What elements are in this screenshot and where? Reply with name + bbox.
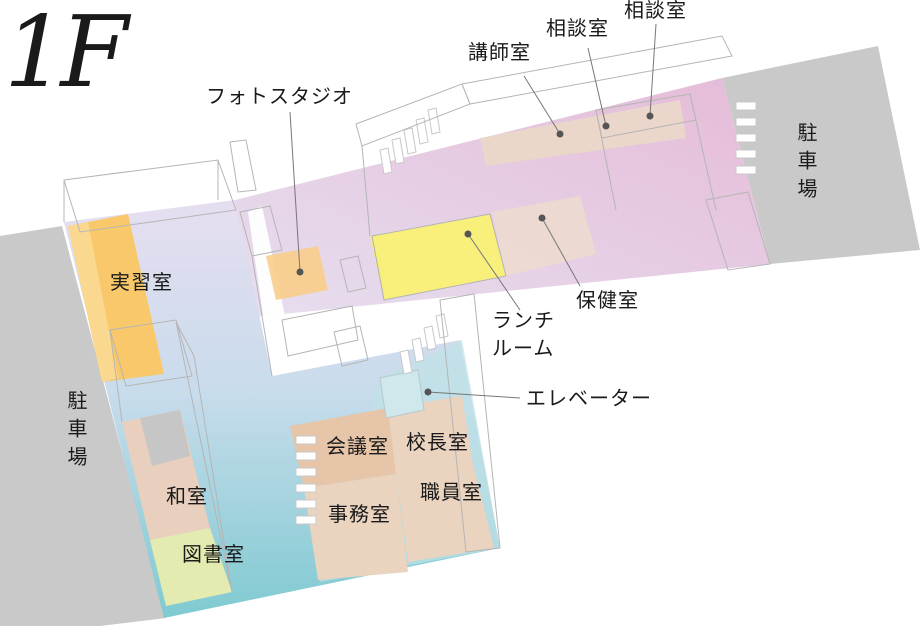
wireframe-walls [63, 35, 771, 593]
office-shape [304, 474, 408, 580]
health-room-shape [492, 196, 596, 276]
courtyard [248, 206, 460, 376]
floor-title: 1F [4, 0, 128, 110]
parking-right [722, 46, 920, 264]
parking-left [0, 226, 166, 626]
label-staff-room: 職員室 [420, 480, 483, 504]
label-lunch-room-line1: ランチ [492, 308, 555, 332]
label-principal-room: 校長室 [406, 430, 469, 454]
label-japanese-room: 和室 [166, 484, 208, 508]
label-health-room: 保健室 [576, 288, 639, 312]
staff-room-shape [396, 460, 494, 562]
label-consult-room-1: 相談室 [546, 16, 609, 40]
staircase-bottom [295, 435, 317, 525]
staircase-top [379, 107, 441, 175]
principal-room-shape [388, 396, 472, 474]
label-elevator: エレベーター [526, 386, 652, 410]
japanese-room-shape [122, 410, 210, 540]
label-parking-right: 駐車場 [794, 122, 818, 206]
staircase-right [735, 101, 757, 175]
label-meeting-room: 会議室 [326, 434, 389, 458]
leader-dots [296, 112, 654, 396]
staircase-middle [399, 313, 449, 375]
label-office: 事務室 [328, 502, 391, 526]
elevator-shape [379, 369, 425, 419]
leader-lines [289, 23, 657, 399]
label-lecture-room: 講師室 [468, 40, 531, 64]
label-lunch-room-line2: ルーム [492, 336, 555, 360]
lunch-room-shape [370, 214, 506, 300]
label-photo-studio: フォトスタジオ [206, 84, 353, 108]
label-practice-room: 実習室 [110, 270, 173, 294]
library-shape [150, 528, 232, 606]
label-library: 図書室 [182, 542, 245, 566]
label-consult-room-2: 相談室 [624, 0, 687, 22]
label-parking-left: 駐車場 [64, 390, 88, 474]
lecture-room-shape [480, 100, 686, 166]
